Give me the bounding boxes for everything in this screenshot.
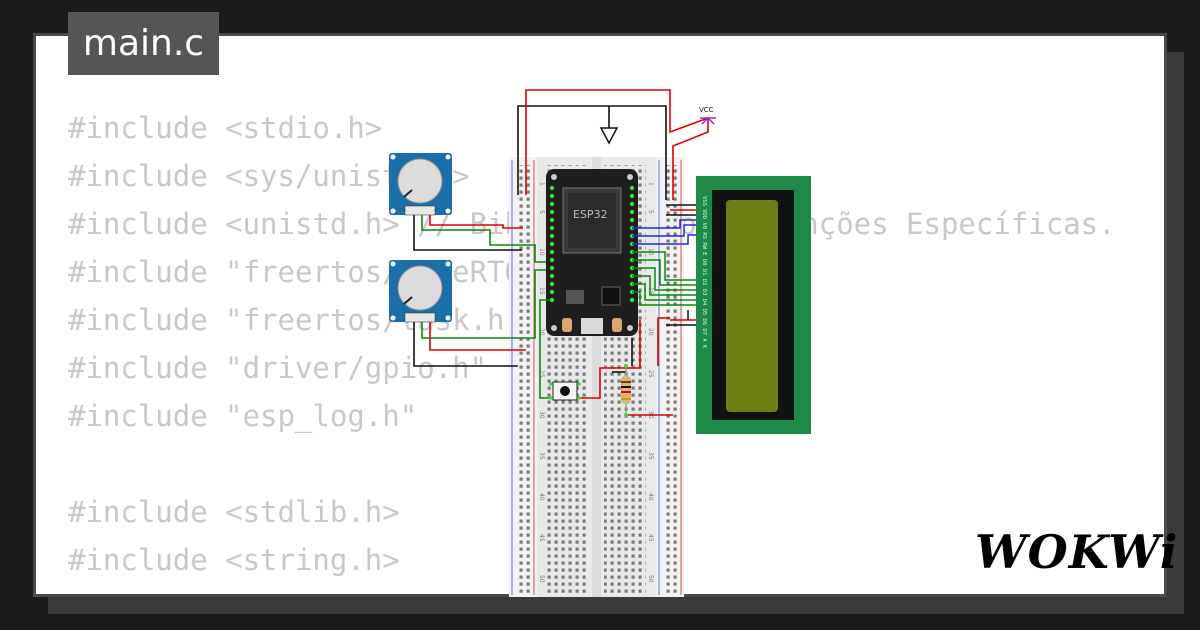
svg-text:20: 20 xyxy=(647,328,654,336)
svg-text:40: 40 xyxy=(647,493,654,501)
svg-text:20: 20 xyxy=(538,328,545,336)
svg-text:1: 1 xyxy=(647,182,654,186)
lcd-pin-labels: VSS VDD V0 RS RW E D0 D1 D2 D3 D4 D5 D6 … xyxy=(701,196,707,349)
button-wiring xyxy=(539,299,673,416)
svg-text:5: 5 xyxy=(538,210,545,214)
svg-text:50: 50 xyxy=(538,575,545,583)
wire-gnd-top xyxy=(517,105,667,200)
vcc-label: VCC xyxy=(699,106,714,114)
wokwi-logo: WOKWi xyxy=(975,525,1179,579)
svg-text:15: 15 xyxy=(538,287,545,295)
svg-text:25: 25 xyxy=(538,370,545,378)
ground-symbol xyxy=(599,127,619,145)
potentiometer-2[interactable] xyxy=(389,260,452,323)
push-button[interactable] xyxy=(549,381,581,401)
svg-text:50: 50 xyxy=(647,575,654,583)
row-numbers-left: 1 5 10 15 20 25 30 35 40 45 50 xyxy=(538,182,545,583)
code-line-5: #include "freertos/task.h" xyxy=(68,303,522,337)
svg-text:35: 35 xyxy=(538,452,545,460)
svg-text:30: 30 xyxy=(538,411,545,419)
svg-text:40: 40 xyxy=(538,493,545,501)
svg-text:45: 45 xyxy=(647,534,654,542)
svg-text:35: 35 xyxy=(647,452,654,460)
code-line-6: #include "driver/gpio.h" xyxy=(68,351,488,385)
potentiometer-wiring xyxy=(413,215,550,367)
svg-text:10: 10 xyxy=(538,248,545,256)
vcc-symbol: VCC xyxy=(699,106,716,125)
file-tab[interactable]: main.c xyxy=(68,12,219,75)
lcd-wiring xyxy=(632,204,697,326)
esp32-board[interactable]: ESP32 xyxy=(546,169,638,336)
code-line-11: #include "esp_timer.h" xyxy=(68,584,1116,594)
svg-text:25: 25 xyxy=(647,370,654,378)
code-line-9: #include <stdlib.h> xyxy=(68,495,400,529)
resistor xyxy=(621,364,631,417)
power-wiring xyxy=(517,89,709,200)
esp32-label: ESP32 xyxy=(573,208,608,221)
code-line-1: #include <stdio.h> xyxy=(68,111,383,145)
code-line-10: #include <string.h> xyxy=(68,543,400,577)
svg-text:1: 1 xyxy=(538,182,545,186)
breadboard-channel xyxy=(592,157,601,597)
wire-vcc-top xyxy=(525,89,709,195)
wire-vcc-right xyxy=(672,118,709,200)
svg-text:45: 45 xyxy=(538,534,545,542)
code-line-7: #include "esp_log.h" xyxy=(68,399,418,433)
svg-text:5: 5 xyxy=(647,210,654,214)
lcd-display[interactable]: VSS VDD V0 RS RW E D0 D1 D2 D3 D4 D5 D6 … xyxy=(696,176,811,434)
potentiometer-1[interactable] xyxy=(389,153,452,216)
